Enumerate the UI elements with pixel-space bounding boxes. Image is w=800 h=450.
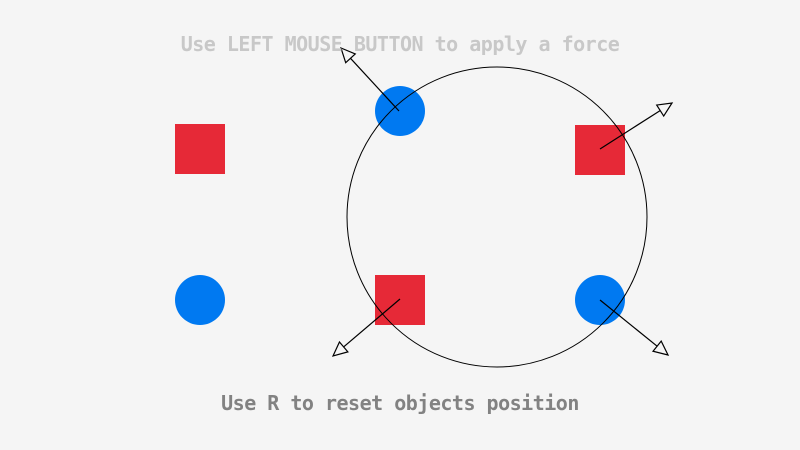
red-square-top-left[interactable] (175, 124, 225, 174)
force-arrow-line (341, 298, 401, 349)
blue-circle-left[interactable] (175, 275, 225, 325)
force-arrow-line (599, 108, 663, 150)
force-arrow (340, 46, 400, 112)
instruction-reset: Use R to reset objects position (221, 391, 579, 415)
force-arrow (599, 299, 670, 356)
instruction-apply-force: Use LEFT MOUSE BUTTON to apply a force (180, 32, 620, 56)
arrowhead-icon (655, 102, 674, 118)
force-arrow-line (599, 299, 660, 348)
force-arrow-line (348, 56, 400, 112)
force-arrow (331, 298, 401, 357)
boundary-circle (346, 66, 648, 368)
arrowhead-icon (651, 340, 670, 356)
red-square-bottom-center[interactable] (375, 275, 425, 325)
arrowhead-icon (340, 46, 357, 64)
red-square-right[interactable] (575, 125, 625, 175)
arrowhead-icon (331, 340, 349, 357)
force-arrow (599, 102, 674, 150)
